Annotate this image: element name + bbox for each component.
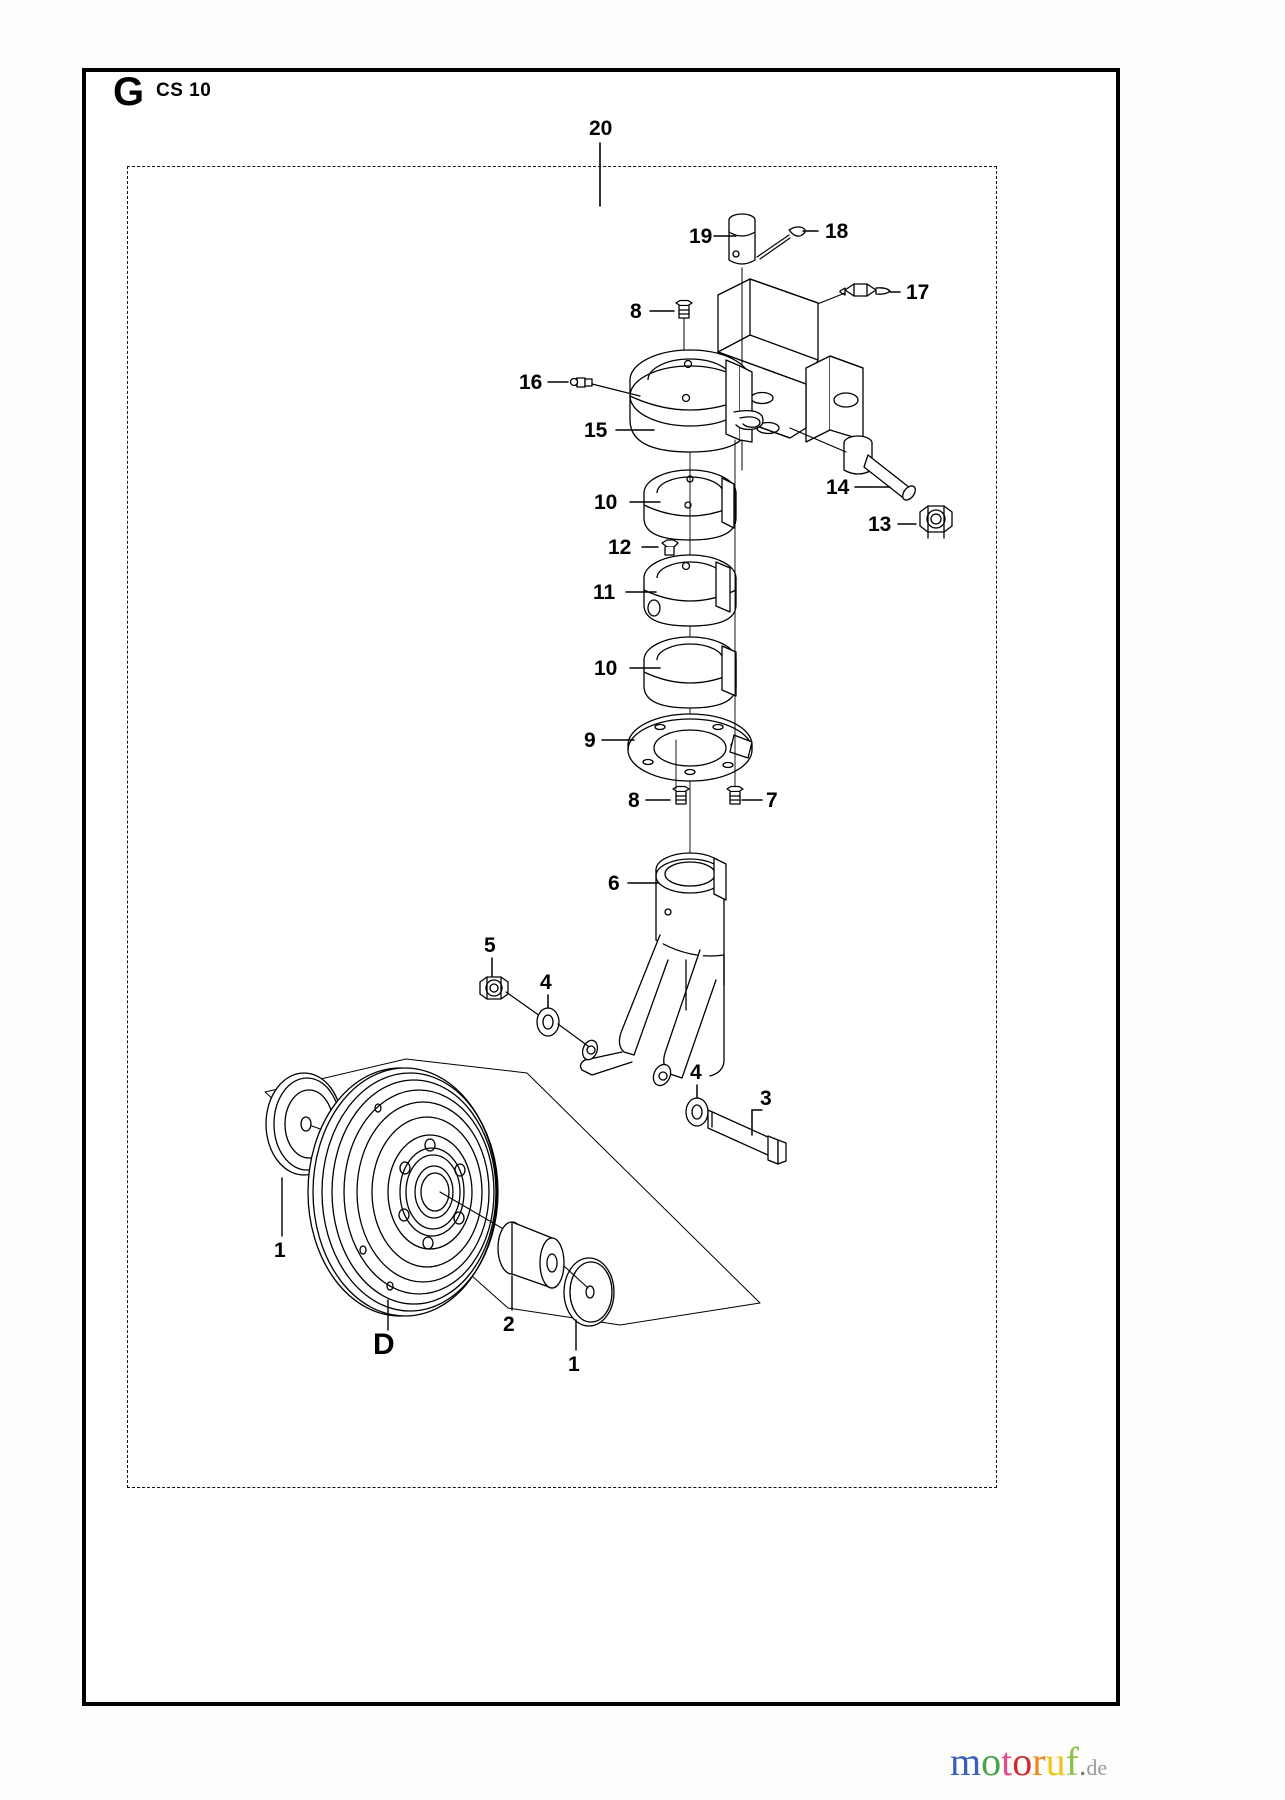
assembly-group-boundary [127, 166, 997, 1488]
callout-8-upper: 8 [630, 300, 642, 323]
callout-10-upper: 10 [594, 491, 618, 514]
callout-14: 14 [826, 476, 850, 499]
callout-10-lower: 10 [594, 657, 618, 680]
callout-12: 12 [608, 536, 632, 559]
logo-dot: . [1078, 1749, 1087, 1782]
callout-15: 15 [584, 419, 608, 442]
callout-2: 2 [503, 1313, 515, 1336]
model-label: CS 10 [156, 80, 212, 101]
callout-1-left: 1 [274, 1239, 286, 1262]
callout-3: 3 [760, 1087, 772, 1110]
callout-13: 13 [868, 513, 892, 536]
logo-letter-r: r [1032, 1739, 1046, 1784]
logo-letter-m: m [950, 1739, 982, 1784]
callout-9: 9 [584, 729, 596, 752]
logo-letter-u: u [1045, 1739, 1066, 1784]
callout-17: 17 [906, 281, 930, 304]
callout-1-right: 1 [568, 1353, 580, 1376]
callout-11: 11 [593, 581, 616, 604]
callout-16: 16 [519, 371, 543, 394]
logo-tld: de [1086, 1755, 1108, 1780]
logo-letter-f: f [1065, 1739, 1079, 1784]
callout-19: 19 [689, 225, 713, 248]
motoruf-watermark: motoruf.de [950, 1742, 1107, 1782]
logo-letter-o2: o [1012, 1739, 1033, 1784]
callout-5: 5 [484, 934, 496, 957]
callout-4-lower: 4 [690, 1061, 702, 1084]
logo-letter-t: t [1001, 1739, 1013, 1784]
callout-D: D [373, 1328, 395, 1361]
page-frame [82, 68, 1120, 1706]
callout-20: 20 [589, 117, 613, 140]
logo-letter-o1: o [981, 1739, 1002, 1784]
callout-7: 7 [766, 789, 778, 812]
callout-6: 6 [608, 872, 620, 895]
callout-8-lower: 8 [628, 789, 640, 812]
callout-4-upper: 4 [540, 971, 552, 994]
callout-18: 18 [825, 220, 849, 243]
section-letter: G [113, 70, 145, 114]
